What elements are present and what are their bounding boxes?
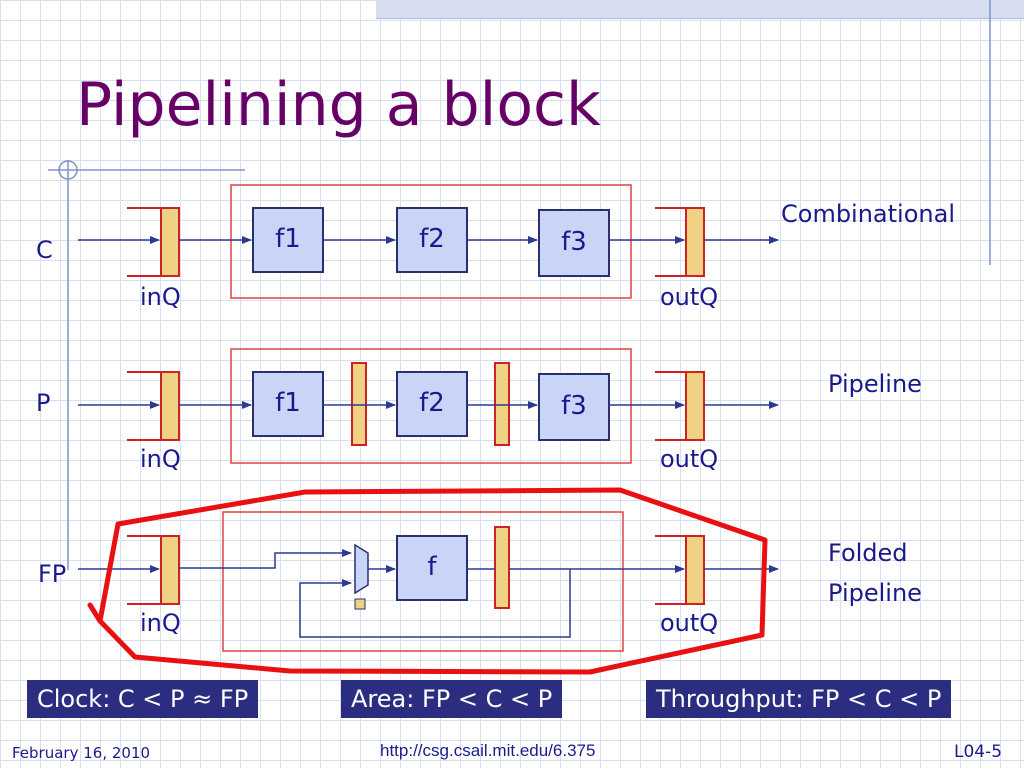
description-combinational: Combinational [781,200,955,228]
block-f2-c [396,207,468,273]
outq-label-fp: outQ [660,609,719,637]
multiplexer [354,543,369,595]
block-f2-p [396,371,468,437]
outq-register-fp [655,535,705,605]
block-label-f2-c: f2 [419,224,445,254]
description-pipeline: Pipeline [828,370,922,398]
slide-title: Pipelining a block [76,70,601,140]
inq-register-c [127,207,180,277]
block-label-f1-c: f1 [275,224,301,254]
block-label-f3-c: f3 [561,227,587,257]
outq-register-p [655,371,705,441]
throughput-summary-box: Throughput: FP < C < P [646,680,952,718]
footer-url[interactable]: http://csg.csail.mit.edu/6.375 [380,741,596,760]
row-c-diagram [78,184,779,299]
block-label-f-fp: f [427,552,437,582]
top-decorative-strip [376,0,1024,19]
block-label-f1-p: f1 [275,388,301,418]
row-label-p: P [36,389,51,417]
outq-label-c: outQ [660,283,719,311]
block-label-f2-p: f2 [419,388,445,418]
block-f-fp [396,535,468,601]
folded-pipeline-register [494,526,510,609]
mux-select [354,598,366,610]
footer-page-number: L04-5 [954,742,1003,762]
highlight-tail [87,602,103,624]
inq-register-fp [127,535,180,605]
description-folded-pipeline: Pipeline [828,579,922,607]
area-summary-box: Area: FP < C < P [341,680,563,718]
row-label-c: C [36,236,53,264]
inq-register-p [127,371,180,441]
footer-date: February 16, 2010 [12,744,151,762]
decorative-lines [48,0,991,570]
outq-register-c [655,207,705,277]
combinational-boundary [230,184,632,299]
block-f1-c [252,207,324,273]
clock-summary-box: Clock: C < P ≈ FP [27,680,259,718]
row-fp-diagram [78,511,779,652]
outq-label-p: outQ [660,445,719,473]
block-f3-c [538,209,610,277]
block-f3-p [538,373,610,441]
description-folded: Folded [828,539,908,567]
inq-label-p: inQ [140,445,181,473]
inq-label-c: inQ [140,283,181,311]
block-label-f3-p: f3 [561,391,587,421]
inq-label-fp: inQ [140,609,181,637]
block-f1-p [252,371,324,437]
pipeline-register-1 [351,362,367,446]
row-p-diagram [78,348,779,464]
row-label-fp: FP [38,560,67,588]
pipeline-register-2 [494,362,510,446]
pipeline-boundary [230,348,632,464]
folded-pipeline-boundary [222,511,624,652]
folded-pipeline-highlight [97,487,768,675]
